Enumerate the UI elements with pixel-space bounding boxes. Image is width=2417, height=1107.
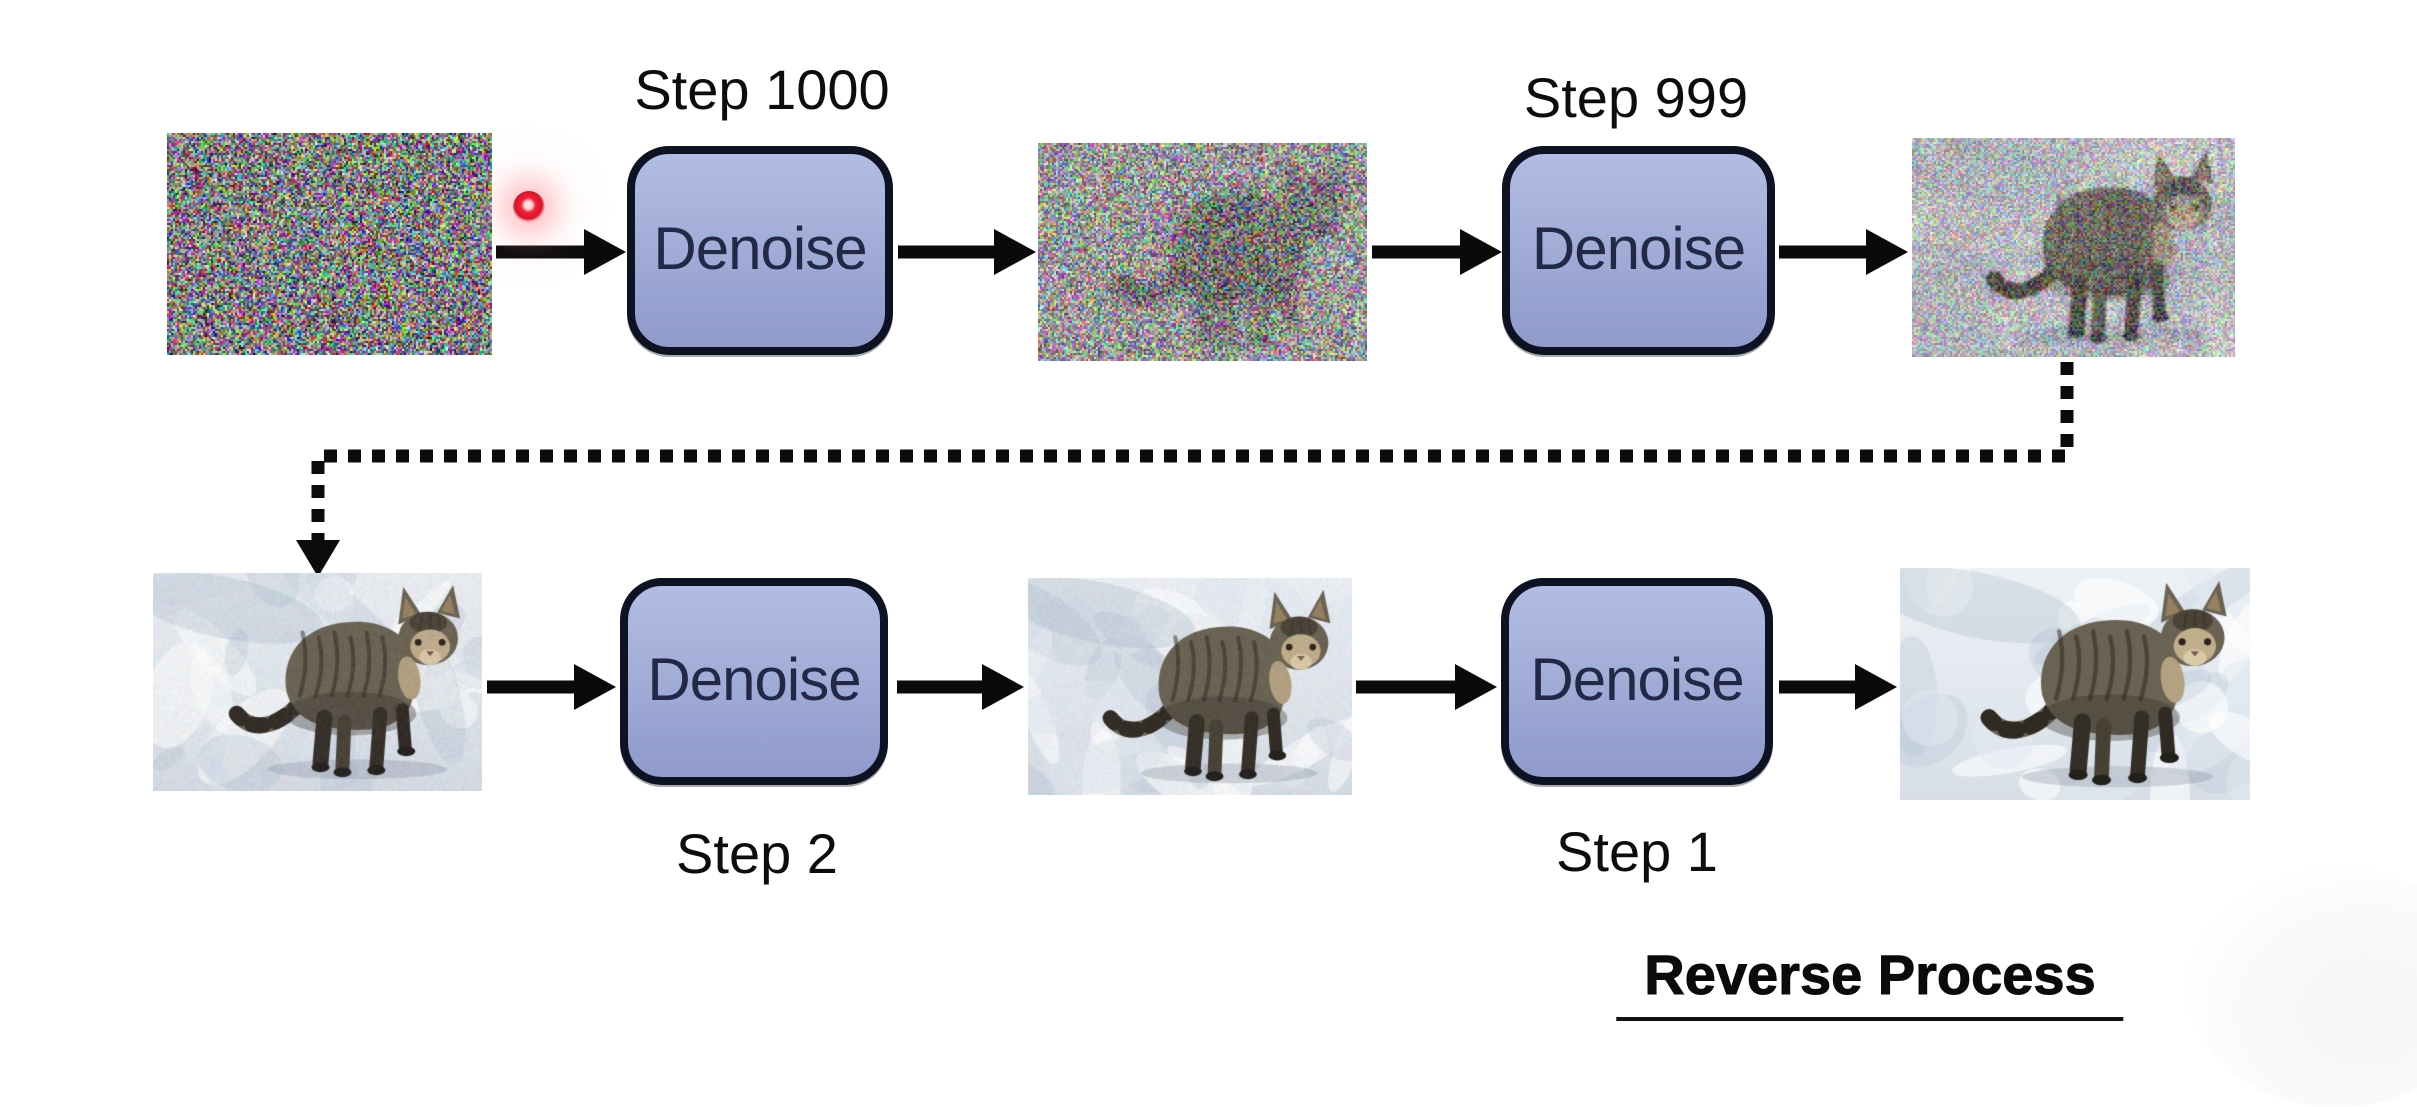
partly-denoised-cat-image <box>1912 138 2235 357</box>
corner-highlight <box>2187 867 2417 1107</box>
denoise-box-label: Denoise <box>653 214 867 282</box>
step-label-1000: Step 1000 <box>634 58 890 121</box>
denoise-box-step-1000: Denoise <box>627 146 893 355</box>
denoise-box-step-2: Denoise <box>620 578 888 785</box>
flow-arrow <box>487 664 616 710</box>
denoise-box-step-1: Denoise <box>1501 578 1773 785</box>
laser-pointer-dot <box>513 191 545 223</box>
flow-arrow <box>1779 229 1908 275</box>
denoise-box-label: Denoise <box>1530 645 1744 713</box>
reverse-diffusion-diagram: Denoise Denoise Denoise Denoise Step 100… <box>153 58 2417 1107</box>
pure-noise-image <box>167 133 492 355</box>
flow-arrow <box>496 229 626 275</box>
step-label-1: Step 1 <box>1556 820 1718 883</box>
step-label-2: Step 2 <box>676 822 838 885</box>
cat-in-snow-image <box>1028 578 1352 795</box>
flow-arrow <box>898 229 1036 275</box>
cat-in-snow-image <box>153 573 482 791</box>
flow-arrow <box>897 664 1024 710</box>
dotted-skip-arrow <box>296 362 2074 577</box>
flow-arrow <box>1356 664 1497 710</box>
step-label-999: Step 999 <box>1523 66 1749 129</box>
denoise-box-step-999: Denoise <box>1502 146 1775 355</box>
final-cat-image <box>1900 568 2250 800</box>
flow-arrow <box>1779 664 1897 710</box>
very-noisy-cat-image <box>1038 143 1367 361</box>
diagram-caption: Reverse Process <box>1616 942 2124 1021</box>
denoise-box-label: Denoise <box>647 645 861 713</box>
denoise-box-label: Denoise <box>1531 214 1746 282</box>
flow-arrow <box>1372 229 1502 275</box>
